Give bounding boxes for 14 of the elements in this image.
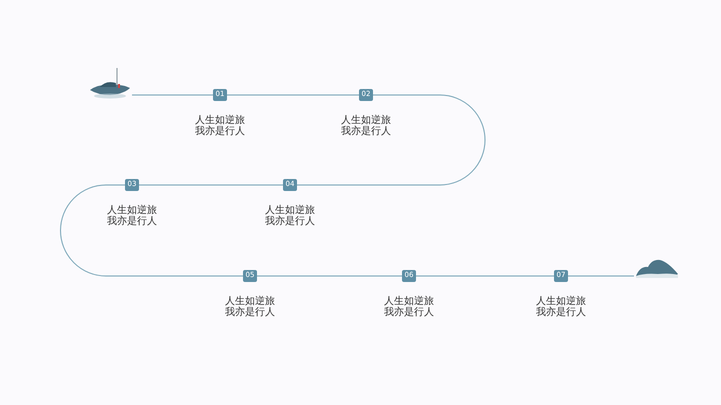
verse-text: 人生如逆旅我亦是行人 bbox=[195, 115, 245, 137]
verse-text: 人生如逆旅我亦是行人 bbox=[536, 296, 586, 318]
mountain-drawing bbox=[634, 258, 680, 278]
connector-line bbox=[60, 184, 244, 276]
verse-text: 人生如逆旅我亦是行人 bbox=[265, 205, 315, 227]
verse-text: 人生如逆旅我亦是行人 bbox=[225, 296, 275, 318]
connector-line bbox=[138, 184, 284, 186]
connector-line bbox=[226, 94, 360, 96]
boat-drawing bbox=[88, 66, 132, 100]
verse-text: 人生如逆旅我亦是行人 bbox=[107, 205, 157, 227]
verse-text: 人生如逆旅我亦是行人 bbox=[384, 296, 434, 318]
verse-text: 人生如逆旅我亦是行人 bbox=[341, 115, 391, 137]
connector-line bbox=[132, 94, 214, 96]
connector-line bbox=[296, 94, 486, 186]
